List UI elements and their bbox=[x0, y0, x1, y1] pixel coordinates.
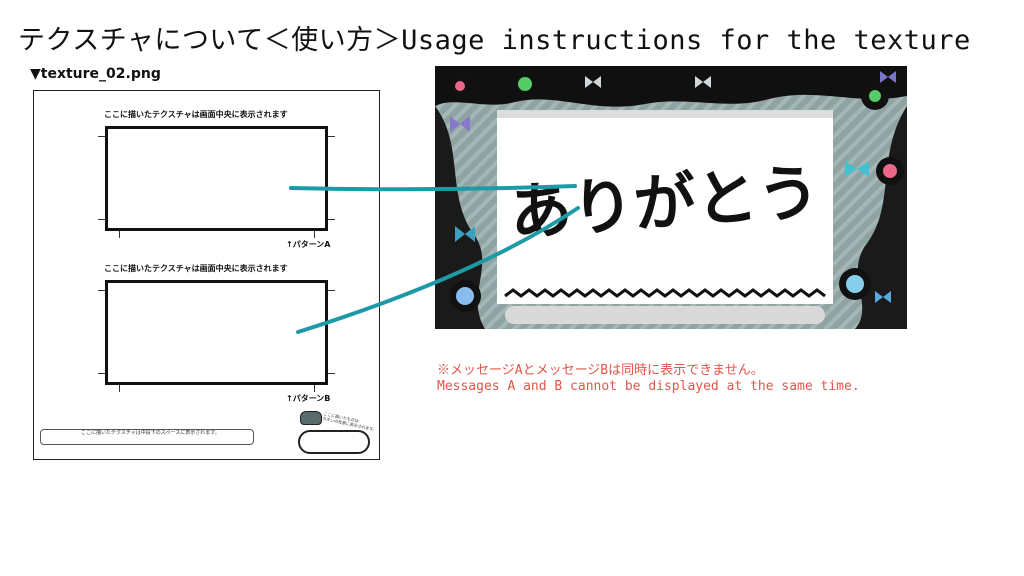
connector-a bbox=[289, 184, 577, 192]
tick-mark bbox=[328, 290, 335, 291]
bottom-texture-bar: ここに描いたテクスチャは中段下のスペースに表示されます。 bbox=[40, 429, 254, 445]
bottom-bar-text: ここに描いたテクスチャは中段下のスペースに表示されます。 bbox=[81, 430, 220, 436]
tick-mark bbox=[314, 231, 315, 238]
file-label: ▼texture_02.png bbox=[30, 66, 161, 82]
button-texture-pill bbox=[298, 430, 370, 454]
pattern-b-label: ↑パターンB bbox=[286, 394, 331, 403]
tick-mark bbox=[119, 385, 120, 392]
tick-mark bbox=[328, 136, 335, 137]
tick-mark bbox=[98, 219, 105, 220]
caption-a: ここに描いたテクスチャは画面中央に表示されます bbox=[104, 110, 288, 119]
cat-button-icon bbox=[300, 411, 322, 425]
tick-mark bbox=[328, 219, 335, 220]
tick-mark bbox=[119, 231, 120, 238]
note-jp: ※メッセージAとメッセージBは同時に表示できません。 bbox=[437, 363, 764, 378]
texture-sheet: ここに描いたテクスチャは画面中央に表示されます ↑パターンA ここに描いたテクス… bbox=[33, 90, 380, 460]
note-en: Messages A and B cannot be displayed at … bbox=[437, 379, 860, 394]
tick-mark bbox=[328, 373, 335, 374]
tick-mark bbox=[98, 373, 105, 374]
pattern-a-label: ↑パターンA bbox=[286, 240, 331, 249]
tick-mark bbox=[314, 385, 315, 392]
tick-mark bbox=[98, 290, 105, 291]
preview-image: ありがとう bbox=[435, 66, 907, 329]
connector-b bbox=[296, 206, 580, 334]
frame-a bbox=[105, 126, 328, 231]
page-title: テクスチャについて＜使い方＞Usage instructions for the… bbox=[18, 25, 971, 56]
frame-b bbox=[105, 280, 328, 385]
tick-mark bbox=[98, 136, 105, 137]
caption-b: ここに描いたテクスチャは画面中央に表示されます bbox=[104, 264, 288, 273]
